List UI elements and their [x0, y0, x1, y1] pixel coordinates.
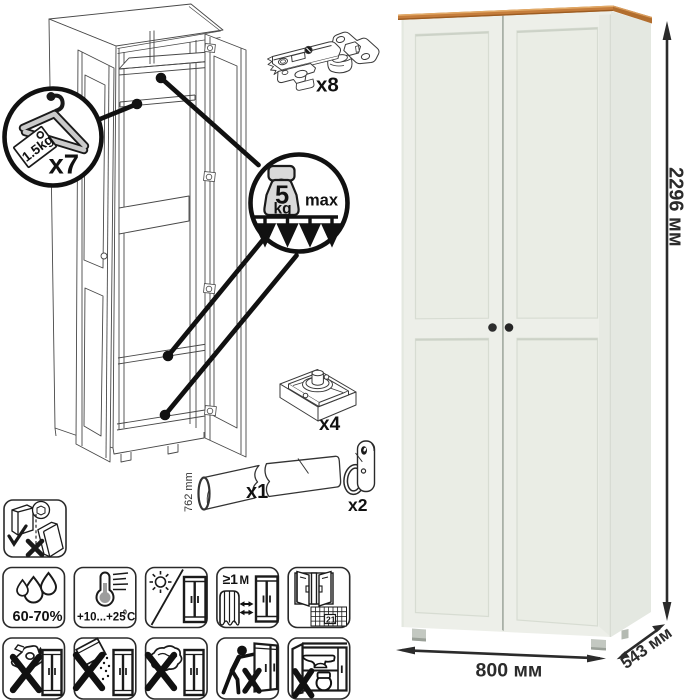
svg-text:5: 5	[275, 182, 289, 210]
svg-text:x4: x4	[319, 414, 341, 435]
svg-text:x2: x2	[348, 495, 368, 515]
svg-text:x8: x8	[316, 74, 339, 97]
svg-text:21: 21	[326, 615, 336, 625]
svg-text:0: 0	[123, 610, 127, 617]
svg-text:x7: x7	[49, 149, 80, 180]
svg-text:max: max	[305, 192, 339, 210]
svg-text:800 мм: 800 мм	[476, 660, 543, 682]
svg-text:C: C	[127, 612, 135, 624]
svg-text:60-70%: 60-70%	[13, 609, 63, 625]
svg-text:2296 мм: 2296 мм	[665, 167, 684, 247]
svg-text:x1: x1	[246, 481, 268, 503]
svg-text:762 mm: 762 mm	[183, 472, 195, 512]
svg-text:kg: kg	[274, 201, 292, 218]
svg-text:+10...+25: +10...+25	[77, 612, 126, 624]
svg-text:M: M	[240, 575, 250, 587]
svg-text:≥1: ≥1	[223, 571, 239, 587]
